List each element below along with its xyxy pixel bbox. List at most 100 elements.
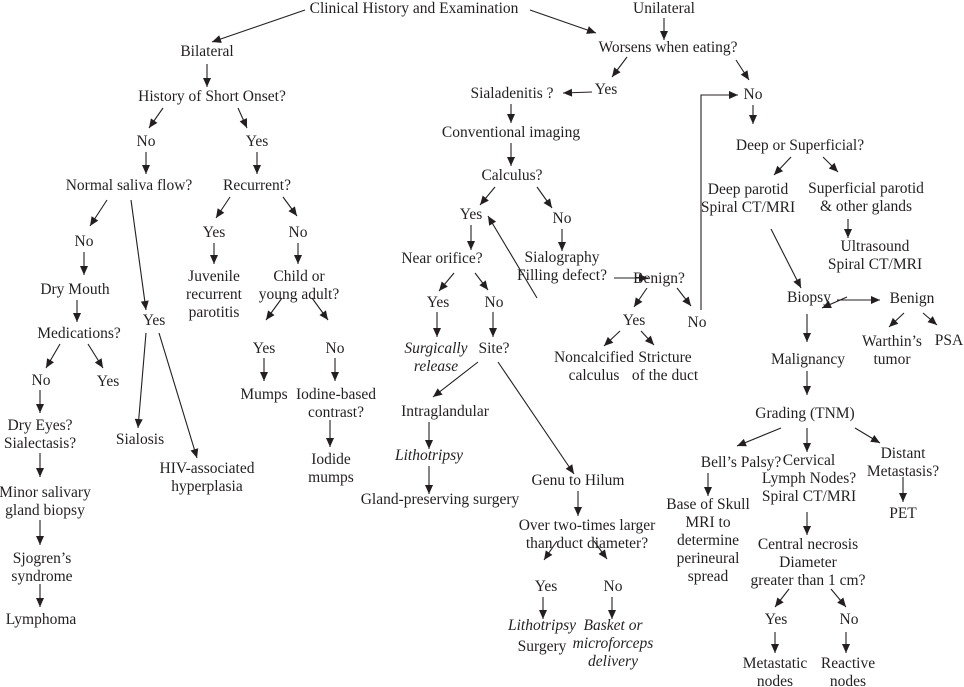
arrowhead-icon — [927, 316, 937, 325]
arrowhead-icon — [842, 644, 850, 653]
flow-arrow — [529, 9, 597, 34]
node-line: Worsens when eating? — [598, 39, 737, 56]
node-line: perineural — [677, 550, 740, 567]
node-line: Lithotripsy — [507, 617, 576, 634]
node-malignancy: Malignancy — [771, 351, 845, 368]
node-short-onset: History of Short Onset? — [138, 88, 286, 105]
node-child-yes: Yes — [253, 340, 276, 357]
arrowhead-icon — [558, 242, 566, 251]
arrowhead-icon — [563, 88, 573, 97]
node-line: No — [289, 224, 308, 241]
arrowhead-icon — [889, 317, 899, 327]
arrowhead-icon — [803, 386, 811, 395]
node-line: Yes — [595, 81, 618, 98]
node-intraglandular: Intraglandular — [401, 403, 490, 420]
node-med-no: No — [32, 372, 51, 389]
node-med-yes: Yes — [97, 373, 120, 390]
arrowhead-icon — [142, 165, 150, 174]
arrowhead-icon — [149, 118, 158, 128]
arrowhead-icon — [899, 493, 907, 502]
node-line: MRI to — [685, 514, 730, 531]
arrowhead-icon — [467, 241, 475, 250]
node-ben-no: No — [688, 314, 707, 331]
flow-arrow — [130, 199, 147, 311]
node-rec-yes: Yes — [203, 224, 226, 241]
arrowhead-icon — [543, 198, 552, 208]
node-benign-q: Benign? — [633, 270, 685, 287]
arrowhead-icon — [331, 372, 339, 381]
node-line: Spiral CT/MRI — [828, 256, 922, 273]
flowchart-edges — [36, 9, 938, 653]
node-line: hyperplasia — [171, 478, 243, 495]
arrowhead-icon — [639, 274, 648, 282]
node-line: Sialosis — [116, 431, 164, 448]
node-line: Base of Skull — [666, 496, 750, 513]
node-line: Metastasis? — [867, 463, 939, 480]
node-line: Unilateral — [633, 0, 695, 17]
node-line: release — [414, 358, 458, 375]
arrowhead-icon — [253, 165, 261, 174]
node-ben-yes: Yes — [623, 312, 646, 329]
node-line: Yes — [535, 578, 558, 595]
arrowhead-icon — [73, 313, 81, 322]
node-near-orifice: Near orifice? — [401, 250, 482, 267]
node-line: No — [485, 294, 504, 311]
node-line: Near orifice? — [401, 250, 482, 267]
node-line: Sjogren’s — [13, 550, 72, 567]
arrowhead-icon — [294, 255, 302, 264]
node-line: Biopsy — [787, 289, 831, 306]
arrowhead-icon — [729, 91, 738, 99]
node-ns-no: No — [75, 233, 94, 250]
arrowhead-icon — [644, 335, 654, 345]
node-line: Yes — [253, 340, 276, 357]
node-conv-imaging: Conventional imaging — [442, 124, 580, 141]
node-line: Lithotripsy — [394, 447, 463, 464]
arrowhead-icon — [837, 597, 846, 607]
node-cn-no: No — [840, 611, 859, 628]
node-biopsy: Biopsy — [787, 289, 831, 306]
node-line: No — [326, 340, 345, 357]
flow-arrow — [487, 215, 538, 299]
arrowhead-icon — [134, 418, 143, 428]
node-lymphoma: Lymphoma — [6, 611, 77, 628]
arrowhead-icon — [574, 507, 582, 516]
node-line: Sialadenitis ? — [470, 85, 553, 102]
node-line: Yes — [143, 312, 166, 329]
arrowhead-icon — [704, 487, 712, 496]
node-dry-mouth: Dry Mouth — [40, 281, 110, 298]
node-line: greater than 1 cm? — [751, 572, 866, 589]
node-no-yes: Yes — [427, 294, 450, 311]
arrowhead-icon — [288, 206, 297, 216]
node-line: Yes — [427, 294, 450, 311]
node-line: PSA — [935, 332, 964, 349]
arrowhead-icon — [94, 358, 103, 368]
node-line: Recurrent? — [223, 177, 291, 194]
arrowhead-icon — [771, 644, 779, 653]
node-lithotripsy1: Lithotripsy — [394, 447, 463, 464]
node-deep-sup: Deep or Superficial? — [736, 137, 864, 154]
node-line: Noncalcified — [554, 349, 634, 366]
node-line: mumps — [308, 469, 354, 486]
arrowhead-icon — [36, 598, 44, 607]
arrowhead-icon — [871, 296, 880, 304]
node-medications: Medications? — [37, 325, 121, 342]
node-line: Mumps — [240, 386, 287, 403]
node-line: than duct diameter? — [526, 535, 648, 552]
arrowhead-icon — [36, 404, 44, 413]
arrowhead-icon — [544, 550, 553, 560]
node-line: Yes — [765, 611, 788, 628]
node-line: nodes — [830, 673, 866, 687]
node-calc-yes: Yes — [460, 206, 483, 223]
node-root: Clinical History and Examination — [310, 0, 519, 17]
arrowhead-icon — [433, 328, 441, 337]
node-sialosis: Sialosis — [116, 431, 164, 448]
node-we-no: No — [744, 86, 763, 103]
node-sup-parotid: Superficial parotid& other glands — [808, 180, 924, 215]
node-lithotripsy2: Lithotripsy — [507, 617, 576, 634]
node-line: HIV-associated — [160, 460, 255, 477]
